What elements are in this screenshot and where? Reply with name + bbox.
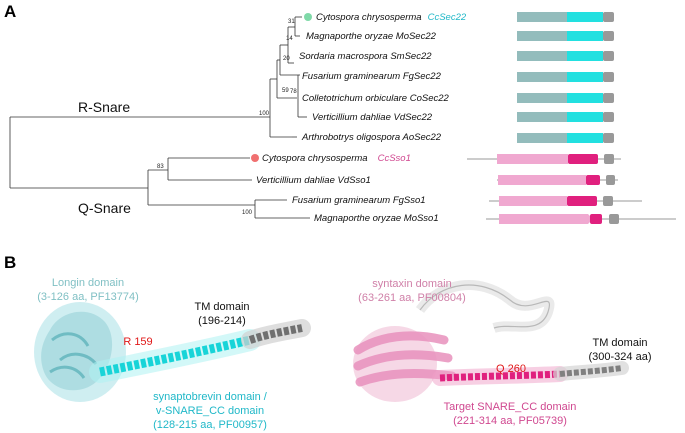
tm-domain-range: (196-214) xyxy=(198,315,246,327)
syntaxin-domain-range: (63-261 aa, PF00804) xyxy=(358,292,466,304)
panel-label-b: B xyxy=(4,253,16,272)
taxon-label: Sordaria macrospora SmSec22 xyxy=(299,51,432,62)
t-snare-domain-label: Target SNARE_CC domain xyxy=(444,401,577,413)
bootstrap-value: 59 xyxy=(282,88,289,94)
taxon-label: Magnaporthe oryzae MoSec22 xyxy=(306,31,437,42)
bootstrap-value: 20 xyxy=(283,56,290,62)
t-snare-domain-range: (221-314 aa, PF05739) xyxy=(453,415,567,427)
bootstrap-root: 100 xyxy=(259,111,270,117)
clade-label-r-snare: R-Snare xyxy=(78,99,130,115)
taxon-label: Colletotrichum orbiculare CoSec22 xyxy=(302,93,450,104)
residue-label-r159: R 159 xyxy=(123,336,152,348)
snare-domain-range: (128-215 aa, PF00957) xyxy=(153,419,267,431)
bootstrap-value: 14 xyxy=(286,36,293,42)
longin-domain-range: (3-126 aa, PF13774) xyxy=(37,291,139,303)
domain-row-sec22 xyxy=(517,12,614,22)
tm-helix xyxy=(248,324,303,344)
snare-helix xyxy=(99,335,252,377)
taxon-label: Fusarium graminearum FgSso1 xyxy=(292,195,426,206)
clade-label-q-snare: Q-Snare xyxy=(78,200,131,216)
domain-row-sec22 xyxy=(517,112,614,122)
phylogenetic-tree xyxy=(9,16,310,219)
tm-helix xyxy=(559,365,623,377)
syntaxin-domain-label: syntaxin domain xyxy=(372,278,452,290)
domain-row-sso1 xyxy=(497,175,618,185)
domain-row-sso1 xyxy=(486,214,676,224)
t-snare-helix xyxy=(439,370,561,382)
panel-label-a: A xyxy=(4,2,16,21)
domain-row-sec22 xyxy=(517,133,614,143)
sso1-structure xyxy=(353,280,629,402)
tm-domain-label: TM domain xyxy=(592,337,647,349)
taxon-label: Verticillium dahliae VdSec22 xyxy=(312,112,433,123)
longin-helices xyxy=(49,332,98,379)
tm-domain-range: (300-324 aa) xyxy=(589,351,652,363)
bootstrap-value: 83 xyxy=(157,164,164,170)
disordered-region xyxy=(419,284,551,329)
bootstrap-value: 100 xyxy=(242,210,253,216)
domain-row-sso1 xyxy=(489,196,642,206)
domain-row-sec22 xyxy=(517,31,614,41)
tm-domain-label: TM domain xyxy=(194,301,249,313)
domain-row-sec22 xyxy=(517,93,614,103)
taxon-label: Verticillium dahliae VdSso1 xyxy=(256,175,371,186)
residue-label-q260: Q 260 xyxy=(496,363,526,375)
taxon-label: Arthrobotrys oligospora AoSec22 xyxy=(301,132,442,143)
highlight-dot-red xyxy=(251,154,259,162)
domain-row-sec22 xyxy=(517,51,614,61)
taxon-label: Fusarium graminearum FgSec22 xyxy=(302,71,442,82)
sec22-structure xyxy=(34,302,311,402)
highlight-dot-green xyxy=(304,13,312,21)
domain-row-sec22 xyxy=(517,72,614,82)
domain-architectures xyxy=(467,12,676,224)
longin-domain-label: Longin domain xyxy=(52,277,124,289)
snare-domain-label: synaptobrevin domain / xyxy=(153,391,268,403)
domain-row-sso1 xyxy=(467,154,621,164)
snare-domain-label: v-SNARE_CC domain xyxy=(156,405,264,417)
bootstrap-value: 78 xyxy=(290,89,297,95)
bootstrap-value: 31 xyxy=(288,19,295,25)
taxon-label: Magnaporthe oryzae MoSso1 xyxy=(314,213,439,224)
